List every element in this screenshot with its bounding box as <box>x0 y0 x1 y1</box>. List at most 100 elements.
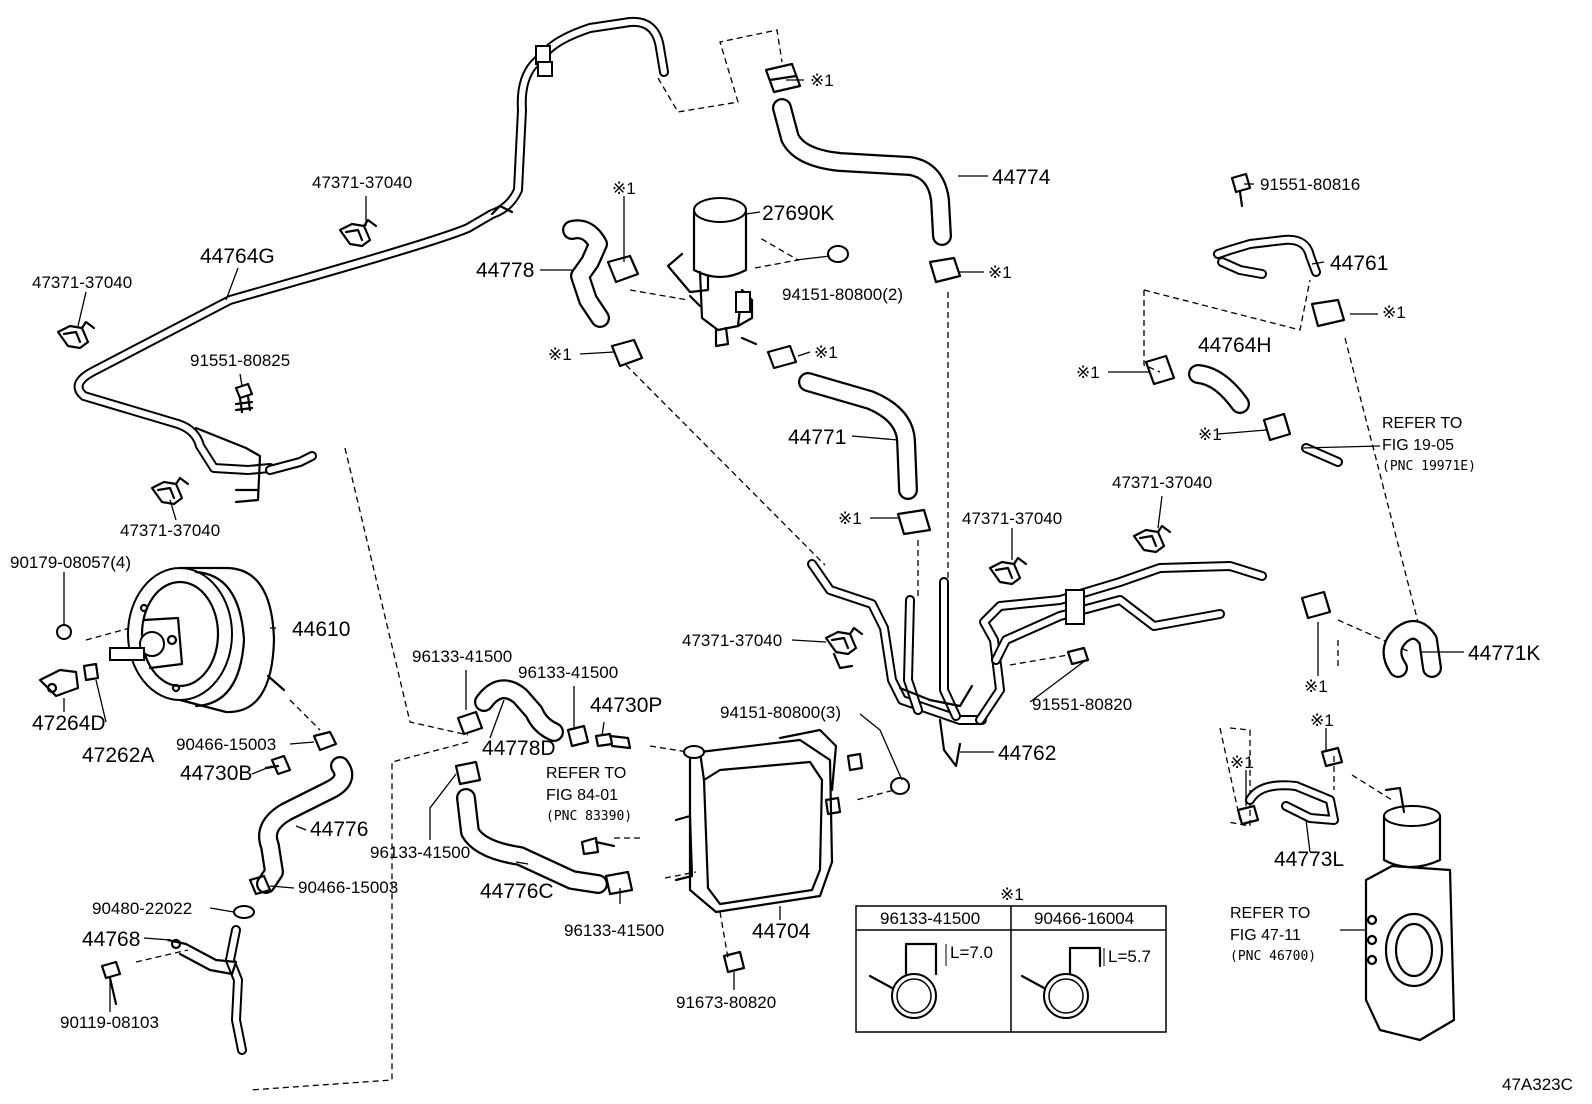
svg-text:(PNC 46700): (PNC 46700) <box>1230 949 1316 964</box>
hose-44776C <box>454 760 634 896</box>
label-44610: 44610 <box>292 618 350 641</box>
throttle-body-46700 <box>1364 786 1456 1042</box>
label-91551-80816: 91551-80816 <box>1260 175 1360 194</box>
label-96133-b: 96133-41500 <box>518 663 618 682</box>
svg-text:REFER TO: REFER TO <box>1230 905 1310 922</box>
clamp-mark: ※1 <box>612 179 636 198</box>
refer-note-84-01: REFER TO FIG 84-01 (PNC 83390) <box>546 765 632 824</box>
label-44776C: 44776C <box>480 880 554 903</box>
label-44771K: 44771K <box>1468 642 1540 665</box>
hose-44771K <box>1300 590 1442 678</box>
clamp-table: ※1 96133-41500 90466-16004 L=7.0 L=5.7 <box>855 885 1167 1033</box>
clamp-mark: ※1 <box>988 263 1012 282</box>
clamp-table-title: ※1 <box>1000 885 1024 904</box>
label-44764G: 44764G <box>200 245 275 268</box>
clamp-mark: ※1 <box>1304 677 1328 696</box>
hose-44764H <box>1144 354 1343 467</box>
label-96133-c: 96133-41500 <box>370 843 470 862</box>
label-27690K: 27690K <box>762 202 834 225</box>
valve-27690K <box>666 197 849 348</box>
label-44768: 44768 <box>82 928 140 951</box>
hose-44774 <box>764 62 962 284</box>
label-44730B: 44730B <box>180 762 252 785</box>
clamp-mark: ※1 <box>814 343 838 362</box>
label-44730P: 44730P <box>590 694 662 717</box>
clip-47371-low <box>150 476 190 506</box>
clamp-mark: ※1 <box>810 71 834 90</box>
label-47371-low: 47371-37040 <box>120 521 220 540</box>
label-90179: 90179-08057(4) <box>10 553 131 572</box>
label-91673: 91673-80820 <box>676 993 776 1012</box>
clip-47371-center <box>988 556 1028 586</box>
hose-44773L <box>1236 746 1344 826</box>
svg-text:FIG 84-01: FIG 84-01 <box>546 787 618 804</box>
pipe-44761 <box>1213 172 1346 328</box>
clamp-mark: ※1 <box>1230 753 1254 772</box>
label-94151-2: 94151-80800(2) <box>782 285 903 304</box>
tank-44704 <box>674 728 910 974</box>
svg-text:(PNC 19971E): (PNC 19971E) <box>1382 459 1476 474</box>
hose-44778 <box>562 219 644 368</box>
label-90119: 90119-08103 <box>60 1013 159 1032</box>
svg-text:FIG 19-05: FIG 19-05 <box>1382 437 1454 454</box>
clip-47371-right <box>1132 524 1172 554</box>
clamp-mark: ※1 <box>1310 711 1334 730</box>
svg-text:REFER TO: REFER TO <box>546 765 626 782</box>
label-96133-a: 96133-41500 <box>412 647 512 666</box>
label-47371-right: 47371-37040 <box>1112 473 1212 492</box>
sensor-44730P <box>580 732 632 856</box>
label-47371-mid: 47371-37040 <box>682 631 782 650</box>
clamp-mark: ※1 <box>548 345 572 364</box>
label-47262A: 47262A <box>82 744 154 767</box>
label-44771: 44771 <box>788 426 846 449</box>
brake-booster-44610 <box>38 566 286 714</box>
label-47371-top: 47371-37040 <box>312 173 412 192</box>
clamp-mark: ※1 <box>1076 363 1100 382</box>
svg-text:FIG 47-11: FIG 47-11 <box>1230 927 1301 944</box>
hose-44771 <box>766 344 932 536</box>
clamp-mark: ※1 <box>1198 425 1222 444</box>
pipe-assembly-44762 <box>807 559 1267 768</box>
clamp-table-col1: 96133-41500 <box>880 909 980 928</box>
clamp-table-col2: 90466-16004 <box>1034 909 1134 928</box>
pipe-44764G <box>73 16 669 504</box>
clamp-mark: ※1 <box>838 509 862 528</box>
label-47371-center: 47371-37040 <box>962 509 1062 528</box>
bracket-44768 <box>100 905 255 1055</box>
hose-44778D <box>456 679 590 748</box>
part-labels: 47371-37040 44764G 47371-37040 91551-808… <box>10 166 1540 1032</box>
clamp-dim-2: L=5.7 <box>1108 947 1151 966</box>
label-90480: 90480-22022 <box>92 899 192 918</box>
clip-47371-mid <box>824 626 864 670</box>
clip-47371-top <box>338 218 378 248</box>
label-44773L: 44773L <box>1274 848 1344 871</box>
label-44704: 44704 <box>752 920 811 943</box>
hose-44776 <box>248 730 354 896</box>
label-44764H: 44764H <box>1198 334 1272 357</box>
dashed-connectors <box>85 29 1419 1091</box>
svg-text:(PNC 83390): (PNC 83390) <box>546 809 632 824</box>
refer-note-47-11: REFER TO FIG 47-11 (PNC 46700) <box>1230 905 1316 964</box>
clamp-mark: ※1 <box>1382 303 1406 322</box>
label-90466-a: 90466-15003 <box>176 735 276 754</box>
label-44776: 44776 <box>310 818 368 841</box>
label-44778: 44778 <box>476 259 534 282</box>
label-47264D: 47264D <box>32 712 106 735</box>
svg-text:REFER TO: REFER TO <box>1382 415 1462 432</box>
label-47371-left: 47371-37040 <box>32 273 132 292</box>
label-91551-80820: 91551-80820 <box>1032 695 1132 714</box>
clip-47371-left <box>56 320 96 350</box>
label-96133-d: 96133-41500 <box>564 921 664 940</box>
bolt-91551-80825 <box>234 382 254 414</box>
label-44774: 44774 <box>992 166 1051 189</box>
label-90466-b: 90466-15003 <box>298 878 398 897</box>
refer-note-19-05: REFER TO FIG 19-05 (PNC 19971E) <box>1382 415 1476 474</box>
label-91551-80825: 91551-80825 <box>190 351 290 370</box>
label-44778D: 44778D <box>482 737 556 760</box>
label-94151-3: 94151-80800(3) <box>720 703 841 722</box>
label-44761: 44761 <box>1330 252 1388 275</box>
leader-lines <box>63 79 1464 1012</box>
clamp-marks: ※1 ※1 ※1 ※1 ※1 ※1 ※1 ※1 ※1 ※1 ※1 ※1 <box>548 71 1406 772</box>
